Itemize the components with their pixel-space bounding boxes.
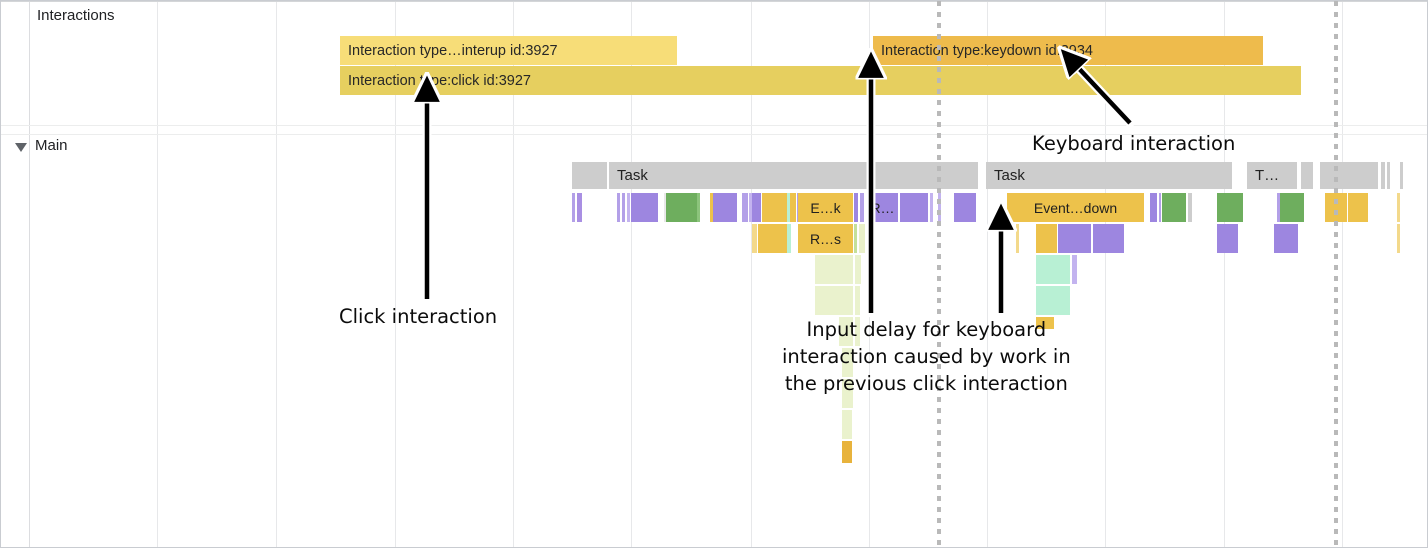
task-block[interactable] — [1320, 162, 1378, 189]
event-block[interactable] — [787, 224, 791, 253]
event-block[interactable] — [710, 193, 713, 222]
event-block[interactable] — [842, 410, 852, 439]
event-block[interactable] — [627, 193, 630, 222]
task-block[interactable] — [1301, 162, 1313, 189]
event-block[interactable] — [859, 224, 865, 253]
event-block[interactable] — [839, 317, 853, 346]
event-block[interactable] — [1217, 193, 1243, 222]
event-block[interactable] — [1397, 224, 1400, 253]
task-block[interactable]: T… — [1247, 162, 1297, 189]
event-block[interactable] — [1150, 193, 1157, 222]
event-block[interactable] — [1217, 224, 1238, 253]
event-block[interactable] — [1162, 193, 1186, 222]
event-block[interactable] — [855, 286, 860, 315]
task-block[interactable]: Task — [986, 162, 1232, 189]
event-block[interactable] — [1188, 193, 1192, 222]
track-title-main[interactable]: Main — [35, 137, 68, 154]
task-block[interactable] — [1381, 162, 1385, 189]
event-block[interactable] — [631, 193, 658, 222]
marker-line — [937, 1, 941, 547]
event-block[interactable]: Event…down — [1007, 193, 1144, 222]
annotation-input-delay: Input delay for keyboard interaction cau… — [782, 318, 1071, 395]
event-block[interactable] — [758, 224, 791, 253]
annotation-click-interaction: Click interaction — [339, 305, 498, 328]
event-block[interactable] — [577, 193, 582, 222]
track-title-interactions[interactable]: Interactions — [37, 7, 115, 24]
event-block[interactable] — [1036, 286, 1070, 315]
row-separator — [1, 134, 1427, 135]
gridline — [29, 1, 30, 547]
event-block[interactable] — [1093, 224, 1124, 253]
event-block[interactable] — [855, 255, 861, 284]
event-block[interactable] — [749, 193, 752, 222]
event-block[interactable] — [752, 193, 761, 222]
event-block[interactable]: R…s — [798, 224, 853, 253]
gridline — [1342, 1, 1343, 547]
event-block[interactable] — [854, 193, 858, 222]
gridline — [157, 1, 158, 547]
event-block[interactable] — [842, 348, 853, 377]
gridline — [1105, 1, 1106, 547]
event-block[interactable] — [954, 193, 976, 222]
chevron-down-icon[interactable] — [15, 143, 27, 152]
event-block[interactable] — [787, 193, 790, 222]
event-block[interactable] — [1036, 224, 1057, 253]
marker-line — [1334, 1, 1338, 547]
event-block[interactable] — [860, 193, 864, 222]
panel-top-border — [1, 1, 1427, 2]
event-block[interactable] — [1058, 224, 1091, 253]
gridline — [751, 1, 752, 547]
event-block[interactable] — [1277, 193, 1280, 222]
event-block[interactable] — [1036, 317, 1054, 329]
event-block[interactable] — [900, 193, 928, 222]
task-block[interactable] — [1400, 162, 1403, 189]
event-block[interactable] — [1016, 224, 1019, 253]
task-block[interactable]: Task — [609, 162, 868, 189]
row-separator — [1, 125, 1427, 126]
event-block[interactable] — [742, 193, 748, 222]
event-block[interactable] — [1159, 193, 1161, 222]
task-block[interactable] — [873, 162, 978, 189]
gridline — [395, 1, 396, 547]
gridline — [1224, 1, 1225, 547]
gridline — [276, 1, 277, 547]
event-block[interactable] — [1072, 255, 1077, 284]
event-block[interactable] — [617, 193, 620, 222]
event-block[interactable] — [664, 193, 667, 222]
event-block[interactable]: E…k — [798, 193, 853, 222]
event-block[interactable] — [854, 224, 857, 253]
event-block[interactable] — [1036, 255, 1070, 284]
task-block[interactable] — [572, 162, 607, 189]
event-block[interactable] — [622, 193, 625, 222]
event-block[interactable] — [855, 317, 860, 346]
interaction-pointerup-3927[interactable]: Interaction type…interup id:3927 — [340, 36, 677, 65]
event-block[interactable] — [1348, 193, 1368, 222]
event-block[interactable] — [752, 224, 757, 253]
event-block[interactable] — [1397, 193, 1400, 222]
event-block[interactable] — [697, 193, 700, 222]
event-block[interactable] — [666, 193, 697, 222]
gridline — [631, 1, 632, 547]
event-block[interactable] — [842, 379, 853, 408]
event-block[interactable] — [815, 255, 853, 284]
event-block[interactable] — [713, 193, 737, 222]
event-block[interactable] — [815, 286, 853, 315]
arrow-keyboard-interaction — [1070, 59, 1132, 125]
annotation-keyboard-interaction: Keyboard interaction — [1032, 132, 1236, 155]
event-block[interactable] — [1274, 224, 1298, 253]
event-block[interactable] — [762, 193, 796, 222]
event-block[interactable] — [1280, 193, 1304, 222]
gridline — [987, 1, 988, 547]
task-block[interactable] — [1387, 162, 1390, 189]
gridline — [513, 1, 514, 547]
event-block[interactable] — [842, 441, 852, 463]
event-block[interactable] — [930, 193, 933, 222]
event-block[interactable] — [572, 193, 575, 222]
